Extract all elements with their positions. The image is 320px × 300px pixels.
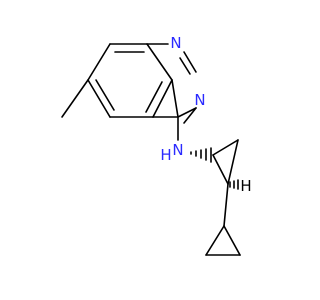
bond: [212, 139, 239, 156]
hashed-wedge-bond: [190, 147, 212, 163]
bond: [212, 154, 229, 185]
bond: [179, 57, 191, 75]
bond: [223, 225, 241, 256]
bond: [95, 79, 115, 111]
cyclopropyl-link-bond: [223, 183, 229, 227]
methyl-bond: [61, 79, 89, 118]
hashed-h-bond: [229, 179, 239, 190]
bond: [183, 51, 197, 73]
bond: [205, 225, 225, 256]
bond: [146, 43, 173, 81]
atom-label-amine-h: H: [160, 146, 171, 164]
atom-label-amine-n: N: [172, 141, 183, 159]
bond: [171, 79, 179, 118]
bond: [145, 81, 163, 113]
cyclopropane-ring-1: [212, 139, 239, 185]
bond: [87, 79, 111, 118]
molecule-structure: N N N H H: [61, 34, 252, 256]
pyrimidine-ring: [146, 43, 197, 124]
bond: [177, 107, 197, 118]
bond: [183, 107, 197, 124]
bond: [152, 79, 173, 118]
atom-label-stereo-h: H: [240, 177, 251, 195]
atom-label-n1: N: [170, 34, 181, 52]
cyclopropane-ring-2: [205, 225, 241, 256]
bond: [87, 43, 111, 81]
atom-label-n3: N: [194, 91, 205, 109]
bond: [227, 139, 239, 185]
benzene-ring: [87, 43, 173, 118]
